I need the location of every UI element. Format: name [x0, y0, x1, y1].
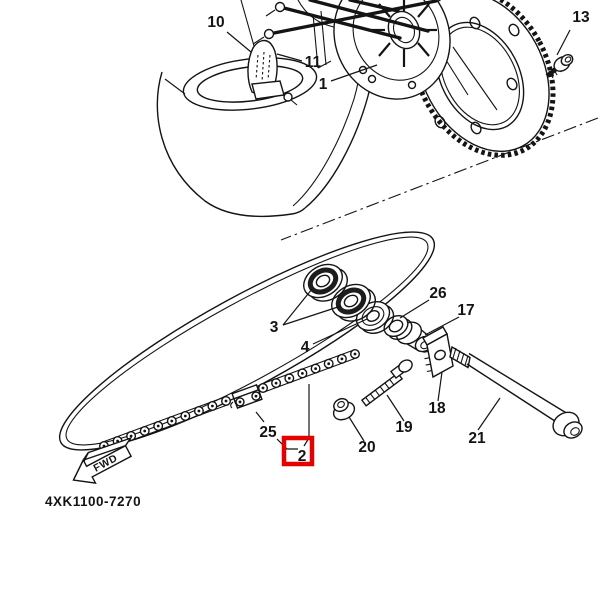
tire-outer-edge [156, 71, 306, 218]
block-front-face [426, 332, 454, 379]
adjuster-block [422, 326, 454, 379]
callout-25[interactable]: 25 [259, 424, 277, 441]
callout-18[interactable]: 18 [428, 400, 446, 417]
callouts: 10 11 13 1 3 4 26 17 18 21 19 20 25 2 [207, 9, 590, 465]
tire-cut-line [164, 78, 186, 95]
master-link-pin-2-dot [238, 400, 242, 404]
leader-lines [226, 29, 571, 450]
axle [449, 345, 583, 439]
callout-17[interactable]: 17 [457, 302, 474, 319]
bearing2-track [335, 287, 367, 315]
callout-10[interactable]: 10 [207, 14, 224, 31]
bolt19-head-face [398, 359, 413, 373]
leader-26 [399, 299, 430, 319]
hub-hole-3 [407, 80, 417, 90]
spoke-1 [267, 0, 438, 36]
bearing1-track [307, 267, 339, 295]
drive-chain [98, 349, 361, 452]
bolt19-threads [364, 378, 395, 404]
callout-20[interactable]: 20 [358, 439, 375, 456]
sprocket-hatch-1 [452, 46, 498, 111]
rim-lock-clamp [251, 80, 285, 100]
part-number: 4XK1100-7270 [45, 494, 141, 509]
master-link-clip [230, 401, 234, 409]
washer-face [383, 314, 409, 338]
spoke-nipple-tail-2 [265, 9, 276, 17]
master-link [230, 384, 263, 409]
callout-2[interactable]: 2 [298, 448, 307, 465]
washer-hole [388, 319, 404, 333]
bearing1-hole [315, 274, 331, 288]
spoke-2 [278, 5, 402, 40]
leader-1 [330, 64, 378, 82]
axle-shaft-top [468, 352, 569, 415]
spoke-4 [348, 0, 400, 13]
axle-thread-hatches [452, 347, 469, 366]
spoke-3 [308, 0, 430, 33]
hub-flange-inner [352, 0, 440, 81]
callout-3[interactable]: 3 [270, 319, 279, 336]
chain-rollers [98, 349, 361, 452]
seal-mid [361, 306, 385, 326]
block-graduations [423, 350, 432, 373]
chain-rail-a-top [102, 396, 225, 443]
highlight-box [281, 435, 315, 467]
callout-19[interactable]: 19 [395, 419, 413, 436]
hub-hole-2 [367, 74, 377, 84]
bolt13-socket [564, 56, 572, 63]
leader-25 [255, 411, 298, 450]
leader-21 [477, 397, 501, 431]
chain-loop-outer [58, 231, 436, 451]
spoke-nipple-tail-1 [252, 36, 265, 45]
spoke-nipple-2 [274, 1, 286, 13]
callout-1[interactable]: 1 [319, 76, 328, 93]
hub-bracket [312, 10, 332, 69]
axle-head-socket [570, 427, 580, 436]
callout-11[interactable]: 11 [305, 54, 322, 71]
sprocket-opening-inner [440, 26, 520, 126]
axis-centerline [280, 117, 599, 241]
bearing-1 [303, 263, 348, 302]
chain-loop-inner [65, 236, 429, 446]
callout-21[interactable]: 21 [468, 430, 486, 447]
spoke-thin [240, 0, 255, 47]
rim-lock-bolt [283, 92, 293, 102]
nut-hole [337, 400, 345, 409]
leader-18 [437, 371, 443, 402]
sprocket-hatch-2 [445, 59, 469, 96]
rim-lock [247, 39, 298, 106]
callout-4[interactable]: 4 [301, 339, 310, 356]
rim-lock-bolt-stem [290, 99, 298, 106]
axle-shaft-bottom [466, 363, 562, 426]
leader-4 [312, 318, 368, 345]
spoke-nipple-1 [263, 28, 275, 40]
leader-10 [226, 31, 252, 53]
master-link-pin-1-dot [254, 394, 258, 398]
leader-11 [276, 53, 303, 62]
callout-13[interactable]: 13 [572, 9, 590, 26]
hub-arc-detail [297, 0, 335, 28]
nut-body [333, 397, 349, 413]
sprocket-teeth [410, 0, 556, 158]
flange-nut [332, 397, 356, 421]
leader-19 [386, 394, 405, 422]
bearing2-hole [343, 294, 359, 308]
leader-20 [348, 416, 365, 442]
sprocket-opening-outer [435, 21, 525, 131]
leader-3 [282, 288, 342, 326]
rim-lock-dashes [255, 51, 271, 83]
chain-loop [58, 231, 436, 451]
leader-17 [424, 316, 460, 336]
washer [383, 314, 413, 341]
block-hole [434, 349, 446, 361]
fwd-arrow-face [72, 444, 133, 484]
spokes [240, 0, 438, 47]
adjuster-bolt [360, 359, 413, 407]
sprocket-bolt [545, 53, 574, 79]
callout-26[interactable]: 26 [429, 285, 447, 302]
leader-13 [556, 29, 571, 56]
